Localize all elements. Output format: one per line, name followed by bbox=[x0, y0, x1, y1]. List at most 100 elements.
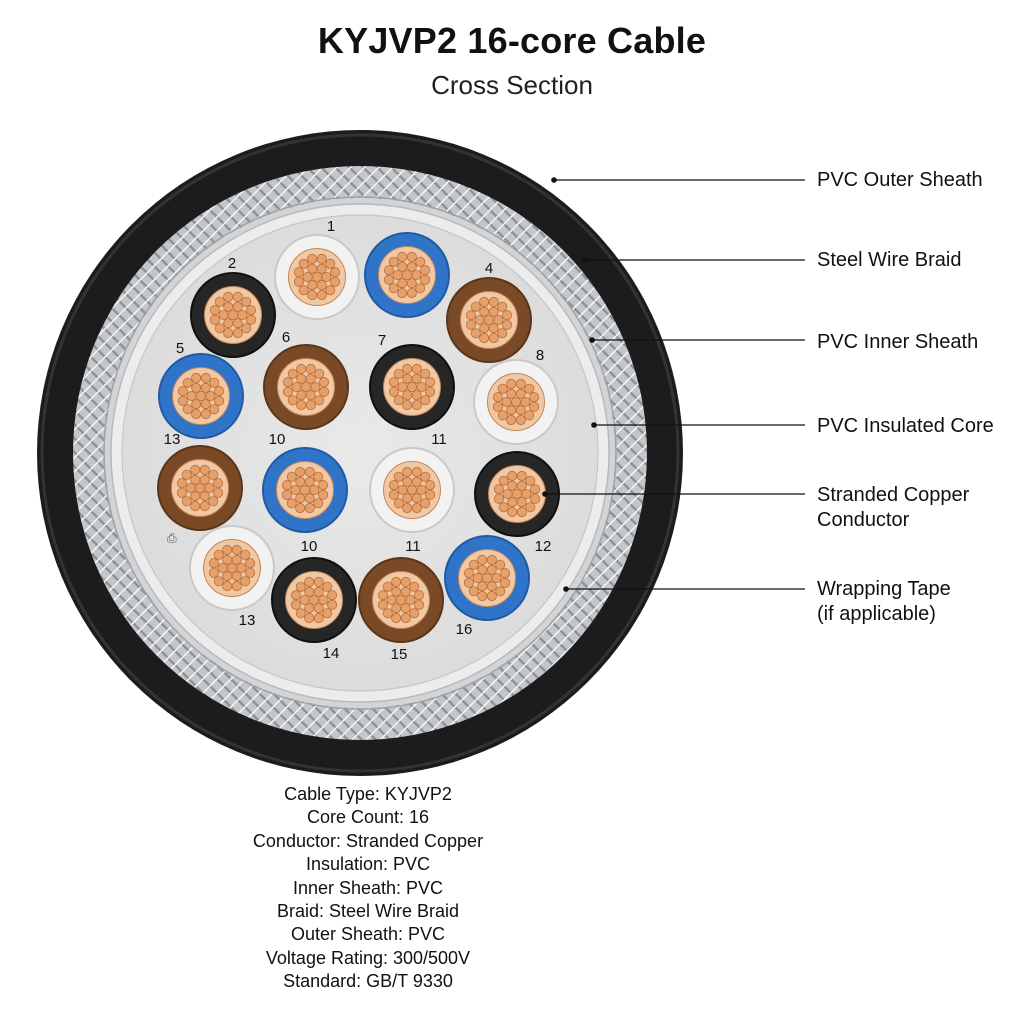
copper-strand bbox=[402, 373, 413, 384]
copper-strand bbox=[402, 466, 413, 477]
callout-steel-braid: Steel Wire Braid bbox=[582, 249, 962, 271]
copper-strand bbox=[502, 310, 513, 321]
copper-strand bbox=[406, 484, 418, 496]
copper-strand bbox=[402, 400, 413, 411]
copper-strand bbox=[391, 586, 402, 597]
copper-strand bbox=[530, 484, 541, 495]
copper-strand bbox=[382, 608, 393, 619]
copper-strand bbox=[282, 386, 293, 397]
copper-strand bbox=[281, 480, 292, 491]
spec-line: Outer Sheath: PVC bbox=[290, 924, 446, 945]
insulated-core bbox=[369, 447, 455, 533]
copper-strand bbox=[411, 493, 422, 504]
copper-strand bbox=[425, 480, 436, 491]
core-number-label: 2 bbox=[228, 255, 236, 272]
copper-strand bbox=[391, 576, 402, 587]
copper-strand bbox=[477, 591, 488, 602]
callout-label: PVC Outer Sheath bbox=[817, 169, 983, 191]
copper-strand bbox=[516, 507, 527, 518]
leader-dot bbox=[551, 177, 557, 183]
copper-strand bbox=[190, 501, 201, 512]
copper-strand bbox=[213, 487, 224, 498]
copper-strand bbox=[506, 378, 517, 389]
copper-strand bbox=[185, 482, 196, 494]
copper-strand bbox=[231, 544, 242, 555]
copper-strand bbox=[330, 276, 341, 287]
copper-strand bbox=[406, 261, 417, 272]
insulated-core bbox=[358, 557, 444, 643]
copper-strand bbox=[414, 599, 425, 610]
copper-strand bbox=[199, 501, 210, 512]
copper-strand bbox=[319, 386, 330, 397]
page-title: KYJVP2 16-core Cable bbox=[317, 20, 707, 61]
copper-strand bbox=[213, 478, 224, 489]
copper-strand bbox=[240, 576, 251, 587]
copper-strand bbox=[222, 554, 233, 565]
copper-strand bbox=[409, 608, 420, 619]
copper-strand bbox=[402, 390, 413, 401]
copper-strand bbox=[208, 469, 219, 480]
copper-strand bbox=[296, 363, 307, 374]
copper-strand bbox=[223, 318, 234, 329]
copper-strand bbox=[492, 392, 503, 403]
copper-strand bbox=[488, 306, 499, 317]
copper-strand bbox=[411, 466, 422, 477]
leader-dot bbox=[582, 257, 588, 263]
insulated-core bbox=[473, 359, 559, 445]
copper-strand bbox=[246, 314, 257, 325]
copper-strand bbox=[319, 377, 330, 388]
copper-strand bbox=[468, 586, 479, 597]
copper-strand bbox=[415, 283, 426, 294]
copper-strand bbox=[318, 594, 329, 606]
copper-strand bbox=[388, 489, 399, 500]
copper-strand bbox=[330, 267, 341, 278]
copper-strand bbox=[200, 399, 211, 410]
copper-strand bbox=[313, 471, 324, 482]
copper-strand bbox=[304, 466, 315, 477]
copper-strand bbox=[406, 278, 417, 289]
copper-strand bbox=[383, 265, 394, 276]
copper-strand bbox=[311, 271, 323, 283]
copper-strand bbox=[236, 562, 247, 574]
copper-strand bbox=[397, 484, 408, 496]
copper-strand bbox=[411, 503, 422, 514]
small-mark: ⎙ bbox=[167, 531, 177, 545]
callout-label: Conductor bbox=[817, 509, 910, 531]
copper-strand bbox=[400, 613, 411, 624]
copper-strand bbox=[391, 613, 402, 624]
copper-strand bbox=[502, 488, 513, 500]
copper-strand bbox=[463, 568, 474, 579]
copper-strand bbox=[515, 415, 526, 426]
copper-strand bbox=[397, 288, 408, 299]
copper-strand bbox=[515, 405, 526, 416]
copper-strand bbox=[293, 267, 304, 278]
copper-strand bbox=[411, 476, 422, 487]
core-number-label: 1 bbox=[327, 218, 335, 235]
copper-strand bbox=[388, 480, 399, 491]
copper-strand bbox=[425, 386, 436, 397]
copper-strand bbox=[465, 319, 476, 330]
core-number-label: 13 bbox=[164, 431, 181, 448]
copper-strand bbox=[465, 310, 476, 321]
core-number-label: 10 bbox=[269, 431, 286, 448]
copper-strand bbox=[295, 581, 306, 592]
copper-strand bbox=[322, 608, 333, 619]
copper-strand bbox=[479, 306, 490, 317]
copper-strand bbox=[397, 261, 408, 272]
copper-strand bbox=[293, 276, 304, 287]
copper-strand bbox=[411, 390, 422, 401]
copper-strand bbox=[304, 603, 315, 614]
copper-strand bbox=[209, 314, 220, 325]
copper-strand bbox=[497, 328, 508, 339]
copper-strand bbox=[295, 503, 306, 514]
copper-strand bbox=[191, 409, 202, 420]
copper-strand bbox=[516, 497, 527, 508]
copper-strand bbox=[295, 466, 306, 477]
copper-strand bbox=[308, 594, 320, 606]
copper-strand bbox=[208, 567, 219, 578]
copper-strand bbox=[199, 474, 210, 485]
copper-strand bbox=[286, 471, 297, 482]
copper-strand bbox=[486, 564, 497, 575]
